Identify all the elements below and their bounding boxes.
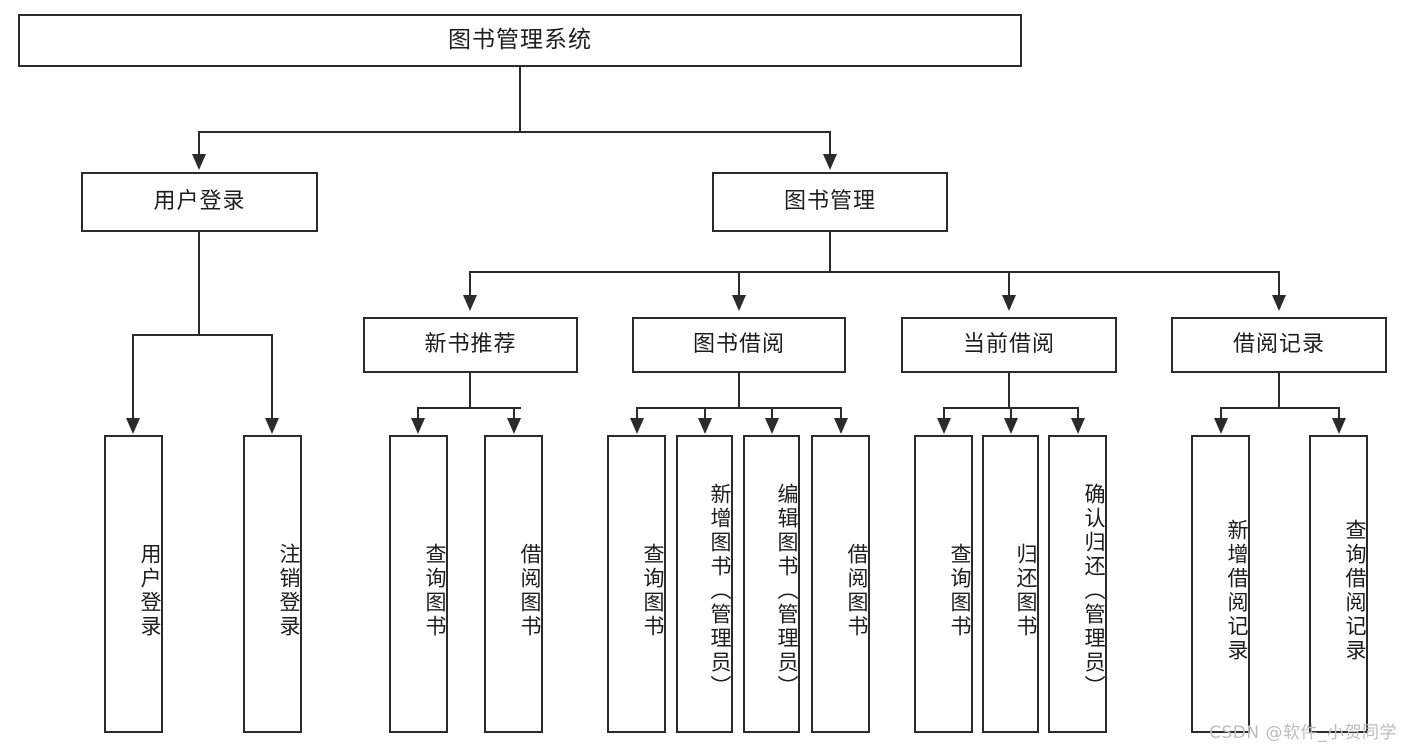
arrow-bm-to-current-borrow: [1002, 295, 1016, 311]
edge-book-management-bar: [469, 271, 1280, 273]
node-label: 用户登录: [153, 188, 246, 214]
leaf-book-borrow-borrow-book[interactable]: 借阅图书: [811, 435, 870, 733]
leaf-user-login-user-login[interactable]: 用户登录: [104, 435, 163, 733]
edge-bb-to-leaf-3: [771, 407, 773, 419]
node-label: 新增借阅记录: [1225, 519, 1249, 663]
edge-user-login-to-leaf-2: [271, 334, 273, 419]
edge-borrow-record-bar: [1220, 407, 1339, 409]
edge-bm-to-new-book: [469, 271, 471, 296]
node-borrow-record[interactable]: 借阅记录: [1171, 317, 1387, 373]
node-new-book-recommend[interactable]: 新书推荐: [363, 317, 578, 373]
edge-user-login-to-leaf-1: [132, 334, 134, 419]
node-label: 查询图书: [423, 543, 447, 639]
edge-cb-to-leaf-1: [943, 407, 945, 419]
arrow-bm-to-borrow-record: [1272, 295, 1286, 311]
leaf-new-book-borrow-book[interactable]: 借阅图书: [484, 435, 543, 733]
edge-user-login-bar: [132, 334, 272, 336]
node-label: 图书管理系统: [448, 26, 592, 53]
edge-bm-to-book-borrow: [738, 271, 740, 296]
node-label: 借阅记录: [1232, 331, 1325, 357]
leaf-current-borrow-confirm-return-admin[interactable]: 确认归还（管理员）: [1048, 435, 1107, 733]
node-label: 注销登录: [277, 543, 301, 639]
arrow-bb-to-leaf-2: [698, 418, 712, 434]
edge-new-book-bar: [417, 407, 521, 409]
arrow-br-to-leaf-2: [1332, 418, 1346, 434]
leaf-book-borrow-query-book[interactable]: 查询图书: [607, 435, 666, 733]
edge-book-borrow-bar: [636, 407, 841, 409]
edge-user-login-stem: [198, 232, 200, 335]
arrow-cb-to-leaf-1: [937, 418, 951, 434]
edge-nb-to-leaf-2: [513, 407, 515, 419]
node-root-book-management-system[interactable]: 图书管理系统: [18, 14, 1022, 67]
arrow-bm-to-new-book: [463, 295, 477, 311]
node-book-borrow[interactable]: 图书借阅: [632, 317, 846, 373]
node-book-management[interactable]: 图书管理: [712, 172, 948, 232]
arrow-user-login-to-leaf-2: [265, 418, 279, 434]
node-label: 确认归还（管理员）: [1082, 483, 1106, 699]
leaf-user-login-logout[interactable]: 注销登录: [243, 435, 302, 733]
node-user-login[interactable]: 用户登录: [81, 172, 318, 232]
node-label: 当前借阅: [962, 331, 1055, 357]
leaf-current-borrow-query-book[interactable]: 查询图书: [914, 435, 973, 733]
node-label: 归还图书: [1014, 543, 1038, 639]
edge-bb-to-leaf-4: [840, 407, 842, 419]
arrow-user-login-to-leaf-1: [126, 418, 140, 434]
edge-book-management-stem: [829, 232, 831, 272]
node-label: 用户登录: [138, 543, 162, 639]
arrow-br-to-leaf-1: [1214, 418, 1228, 434]
edge-root-to-user-login: [198, 131, 200, 155]
edge-root-stem: [519, 67, 521, 131]
edge-bb-to-leaf-1: [636, 407, 638, 419]
node-label: 编辑图书（管理员）: [775, 483, 799, 699]
edge-new-book-stem: [469, 373, 471, 408]
edge-borrow-record-stem: [1278, 373, 1280, 408]
edge-book-borrow-stem: [738, 373, 740, 408]
node-label: 新书推荐: [424, 331, 517, 357]
leaf-book-borrow-edit-book-admin[interactable]: 编辑图书（管理员）: [743, 435, 800, 733]
node-label: 新增图书（管理员）: [708, 483, 732, 699]
edge-br-to-leaf-2: [1338, 407, 1340, 419]
leaf-new-book-query-book[interactable]: 查询图书: [389, 435, 448, 733]
edge-nb-to-leaf-1: [417, 407, 419, 419]
node-label: 图书借阅: [692, 331, 785, 357]
leaf-borrow-record-add-record[interactable]: 新增借阅记录: [1191, 435, 1250, 733]
arrow-nb-to-leaf-2: [507, 418, 521, 434]
edge-bm-to-current-borrow: [1008, 271, 1010, 296]
edge-root-to-book-management: [829, 131, 831, 155]
node-label: 借阅图书: [518, 543, 542, 639]
arrow-cb-to-leaf-2: [1004, 418, 1018, 434]
edge-root-bar: [198, 131, 831, 133]
leaf-borrow-record-query-record[interactable]: 查询借阅记录: [1309, 435, 1368, 733]
arrow-root-to-book-management: [823, 154, 837, 170]
node-label: 查询借阅记录: [1343, 519, 1367, 663]
node-label: 图书管理: [783, 188, 876, 214]
leaf-current-borrow-return-book[interactable]: 归还图书: [982, 435, 1039, 733]
edge-cb-to-leaf-2: [1010, 407, 1012, 419]
edge-bb-to-leaf-2: [704, 407, 706, 419]
arrow-nb-to-leaf-1: [411, 418, 425, 434]
node-label: 查询图书: [641, 543, 665, 639]
edge-current-borrow-stem: [1008, 373, 1010, 408]
arrow-bm-to-book-borrow: [732, 295, 746, 311]
edge-bm-to-borrow-record: [1278, 271, 1280, 296]
arrow-bb-to-leaf-4: [834, 418, 848, 434]
arrow-bb-to-leaf-1: [630, 418, 644, 434]
arrow-cb-to-leaf-3: [1071, 418, 1085, 434]
arrow-bb-to-leaf-3: [765, 418, 779, 434]
edge-cb-to-leaf-3: [1077, 407, 1079, 419]
edge-br-to-leaf-1: [1220, 407, 1222, 419]
node-label: 查询图书: [948, 543, 972, 639]
arrow-root-to-user-login: [192, 154, 206, 170]
node-current-borrow[interactable]: 当前借阅: [901, 317, 1117, 373]
leaf-book-borrow-add-book-admin[interactable]: 新增图书（管理员）: [676, 435, 733, 733]
node-label: 借阅图书: [845, 543, 869, 639]
